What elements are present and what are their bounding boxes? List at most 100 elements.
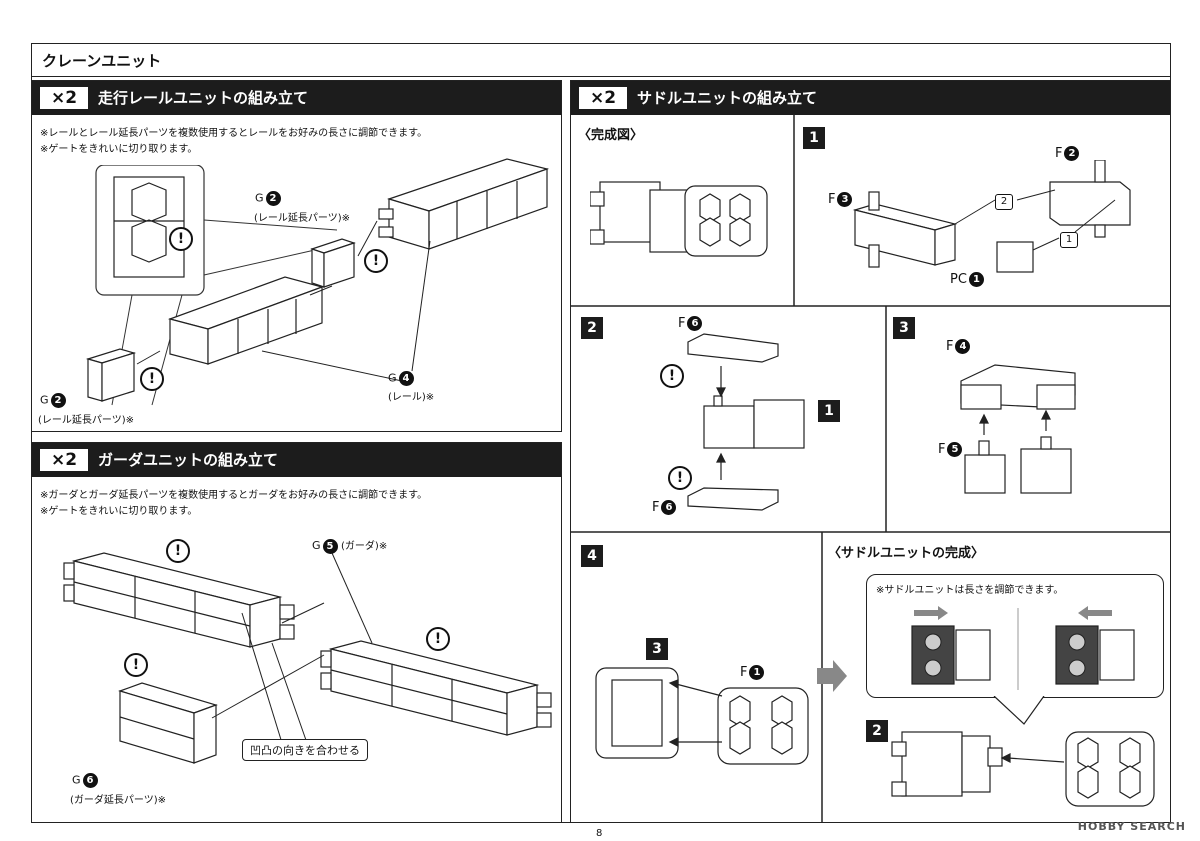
girder-title: ガーダユニットの組み立て [98, 451, 279, 469]
saddle-step2-warning-1: ! [660, 364, 684, 388]
girder-g5-right-part [320, 640, 552, 736]
saddle-step3-f4-letter: F [946, 339, 954, 354]
rail-panel: ×2 走行レールユニットの組み立て ※レールとレール延長パーツを複数使用するとレ… [31, 80, 562, 432]
page-title: クレーンユニット [42, 52, 162, 70]
girder-note-1: ※ガーダとガーダ延長パーツを複数使用するとガーダをお好みの長さに調節できます。 [40, 490, 428, 501]
rail-title: 走行レールユニットの組み立て [98, 89, 309, 107]
saddle-step-4-badge: 4 [581, 545, 603, 567]
rail-g4-upper-part [378, 158, 550, 250]
rail-note-1: ※レールとレール延長パーツを複数使用するとレールをお好みの長さに調節できます。 [40, 128, 428, 139]
girder-panel: ×2 ガーダユニットの組み立て ※ガーダとガーダ延長パーツを複数使用するとガーダ… [31, 442, 562, 823]
saddle-header: ×2 サドルユニットの組み立て [571, 81, 1170, 115]
saddle-complete-label: 〈完成図〉 [578, 128, 644, 143]
rail-g2-top-letter: G [255, 191, 264, 205]
saddle-step3-f5-circle: 5 [947, 442, 963, 457]
girder-assembly-lines [211, 552, 373, 744]
saddle-step4-ref-badge: 3 [646, 638, 668, 660]
watermark: HOBBY SEARCH [1077, 820, 1186, 833]
saddle-step1-diagram [852, 160, 1131, 273]
saddle-step4-diagram [595, 667, 809, 765]
saddle-step2-f6a-circle: 6 [687, 316, 703, 331]
rail-warning-icon-3: ! [140, 367, 164, 391]
saddle-multiplier: ×2 [579, 87, 627, 109]
saddle-final-assembly-diagram [891, 731, 1155, 807]
rail-g2-bottom-letter: G [40, 393, 49, 407]
title-divider [31, 76, 1171, 77]
girder-g6-circle: 6 [82, 773, 98, 788]
rail-g4-lower-part [167, 276, 324, 365]
saddle-step1-hex-1: 1 [1060, 232, 1078, 248]
girder-g5-left-part [63, 552, 295, 648]
rail-warning-icon-2: ! [364, 249, 388, 273]
saddle-step1-f3-circle: 3 [837, 192, 853, 207]
rail-g2-bottom-circle: 2 [50, 393, 66, 408]
saddle-step-1-badge: 1 [803, 127, 825, 149]
girder-callout-box: 凹凸の向きを合わせる [242, 739, 368, 761]
girder-g6-part [118, 682, 218, 764]
girder-warning-icon-2: ! [426, 627, 450, 651]
girder-g5-circle: 5 [322, 538, 338, 554]
saddle-step3-f4-circle: 4 [955, 339, 971, 354]
saddle-final-bubble-tail [993, 696, 1045, 725]
saddle-step4-next-arrow [817, 660, 847, 692]
girder-header: ×2 ガーダユニットの組み立て [32, 443, 561, 477]
saddle-step-2-badge: 2 [581, 317, 603, 339]
rail-g2-bottom-sub: (レール延長パーツ)※ [38, 415, 134, 426]
girder-g5-letter: G [312, 539, 321, 552]
saddle-final-ref-badge: 2 [866, 720, 888, 742]
saddle-final-adjust-diagram [911, 606, 1135, 690]
rail-g4-letter: G [388, 371, 397, 385]
girder-warning-icon-1: ! [166, 539, 190, 563]
saddle-step1-pc-circle: 1 [968, 272, 984, 287]
saddle-complete-diagram [590, 181, 768, 257]
rail-g2-upper-part [310, 238, 356, 288]
girder-warning-icon-3: ! [124, 653, 148, 677]
saddle-step2-ref-badge: 1 [818, 400, 840, 422]
page-number: 8 [596, 828, 603, 839]
saddle-step1-f2-circle: 2 [1064, 146, 1080, 161]
rail-g4-sub: (レール)※ [388, 392, 435, 403]
saddle-step1-hex-2: 2 [995, 194, 1013, 210]
saddle-step4-f1-circle: 1 [749, 665, 765, 680]
saddle-title: サドルユニットの組み立て [637, 89, 818, 107]
girder-g6-letter: G [72, 773, 81, 787]
rail-header: ×2 走行レールユニットの組み立て [32, 81, 561, 115]
saddle-step3-diagram [960, 364, 1076, 494]
rail-g2-lower-part [85, 348, 137, 402]
saddle-step1-pc-letter: PC [950, 272, 967, 287]
saddle-step2-f6a-letter: F [678, 316, 686, 331]
saddle-step-3-badge: 3 [893, 317, 915, 339]
rail-note-2: ※ゲートをきれいに切り取ります。 [40, 144, 198, 155]
saddle-step2-f6b-letter: F [652, 500, 660, 515]
rail-warning-icon-1: ! [169, 227, 193, 251]
rail-detail-callout [95, 165, 338, 406]
saddle-step1-f2-letter: F [1055, 146, 1063, 161]
rail-assembly-lines [136, 220, 431, 382]
saddle-final-note: ※サドルユニットは長さを調節できます。 [876, 585, 1064, 596]
girder-g6-sub: (ガーダ延長パーツ)※ [70, 795, 166, 806]
rail-g4-circle: 4 [398, 371, 414, 386]
saddle-final-title: 〈サドルユニットの完成〉 [828, 546, 985, 561]
saddle-step2-diagram [687, 333, 805, 511]
girder-note-2: ※ゲートをきれいに切り取ります。 [40, 506, 198, 517]
rail-multiplier: ×2 [40, 87, 88, 109]
saddle-step2-warning-2: ! [668, 466, 692, 490]
girder-multiplier: ×2 [40, 449, 88, 471]
saddle-step1-f3-letter: F [828, 192, 836, 207]
saddle-step2-f6b-circle: 6 [661, 500, 677, 515]
rail-g2-top-circle: 2 [265, 191, 281, 206]
girder-g5-sub: (ガーダ)※ [341, 541, 388, 552]
saddle-step3-f5-letter: F [938, 442, 946, 457]
